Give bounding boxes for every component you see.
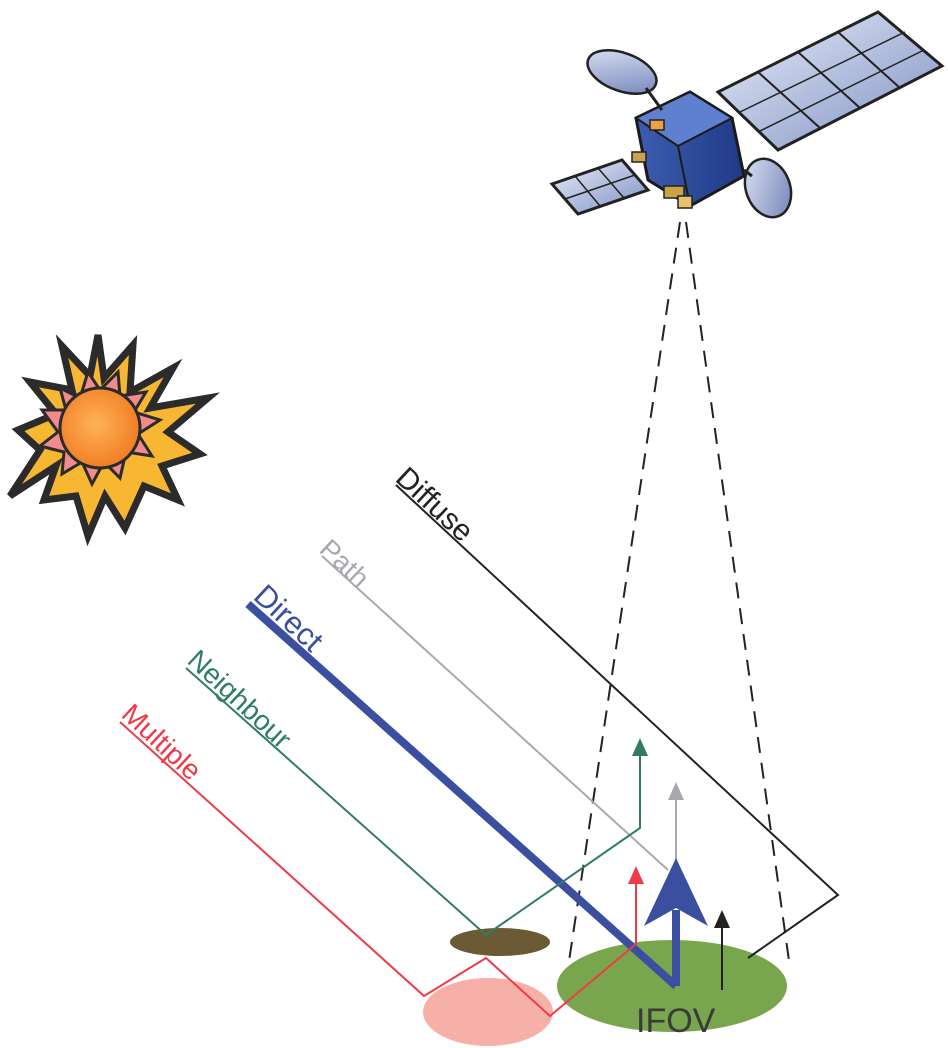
sun-icon (7, 334, 221, 547)
solar-panel-right (715, 10, 945, 152)
label-diffuse: Diffuse (389, 461, 479, 548)
diffuse-ray (395, 484, 840, 990)
label-path: Path (314, 533, 375, 593)
ground-patches (423, 928, 787, 1046)
label-multiple: Multiple (116, 698, 208, 786)
solar-panel-left (549, 158, 651, 216)
fov-cone (567, 221, 791, 969)
neighbour-patch (450, 928, 550, 956)
label-neighbour: Neighbour (182, 644, 298, 755)
label-ifov: IFOV (636, 1002, 716, 1040)
multiple-patch (423, 978, 553, 1046)
antenna-dish-top (586, 49, 664, 111)
path-ray (321, 555, 684, 871)
satellite-body (631, 90, 746, 209)
direct-ray (245, 601, 708, 989)
satellite-icon (549, 10, 945, 219)
multiple-ray (119, 721, 644, 1018)
neighbour-ray (185, 667, 648, 937)
antenna-dish-right (743, 157, 793, 219)
